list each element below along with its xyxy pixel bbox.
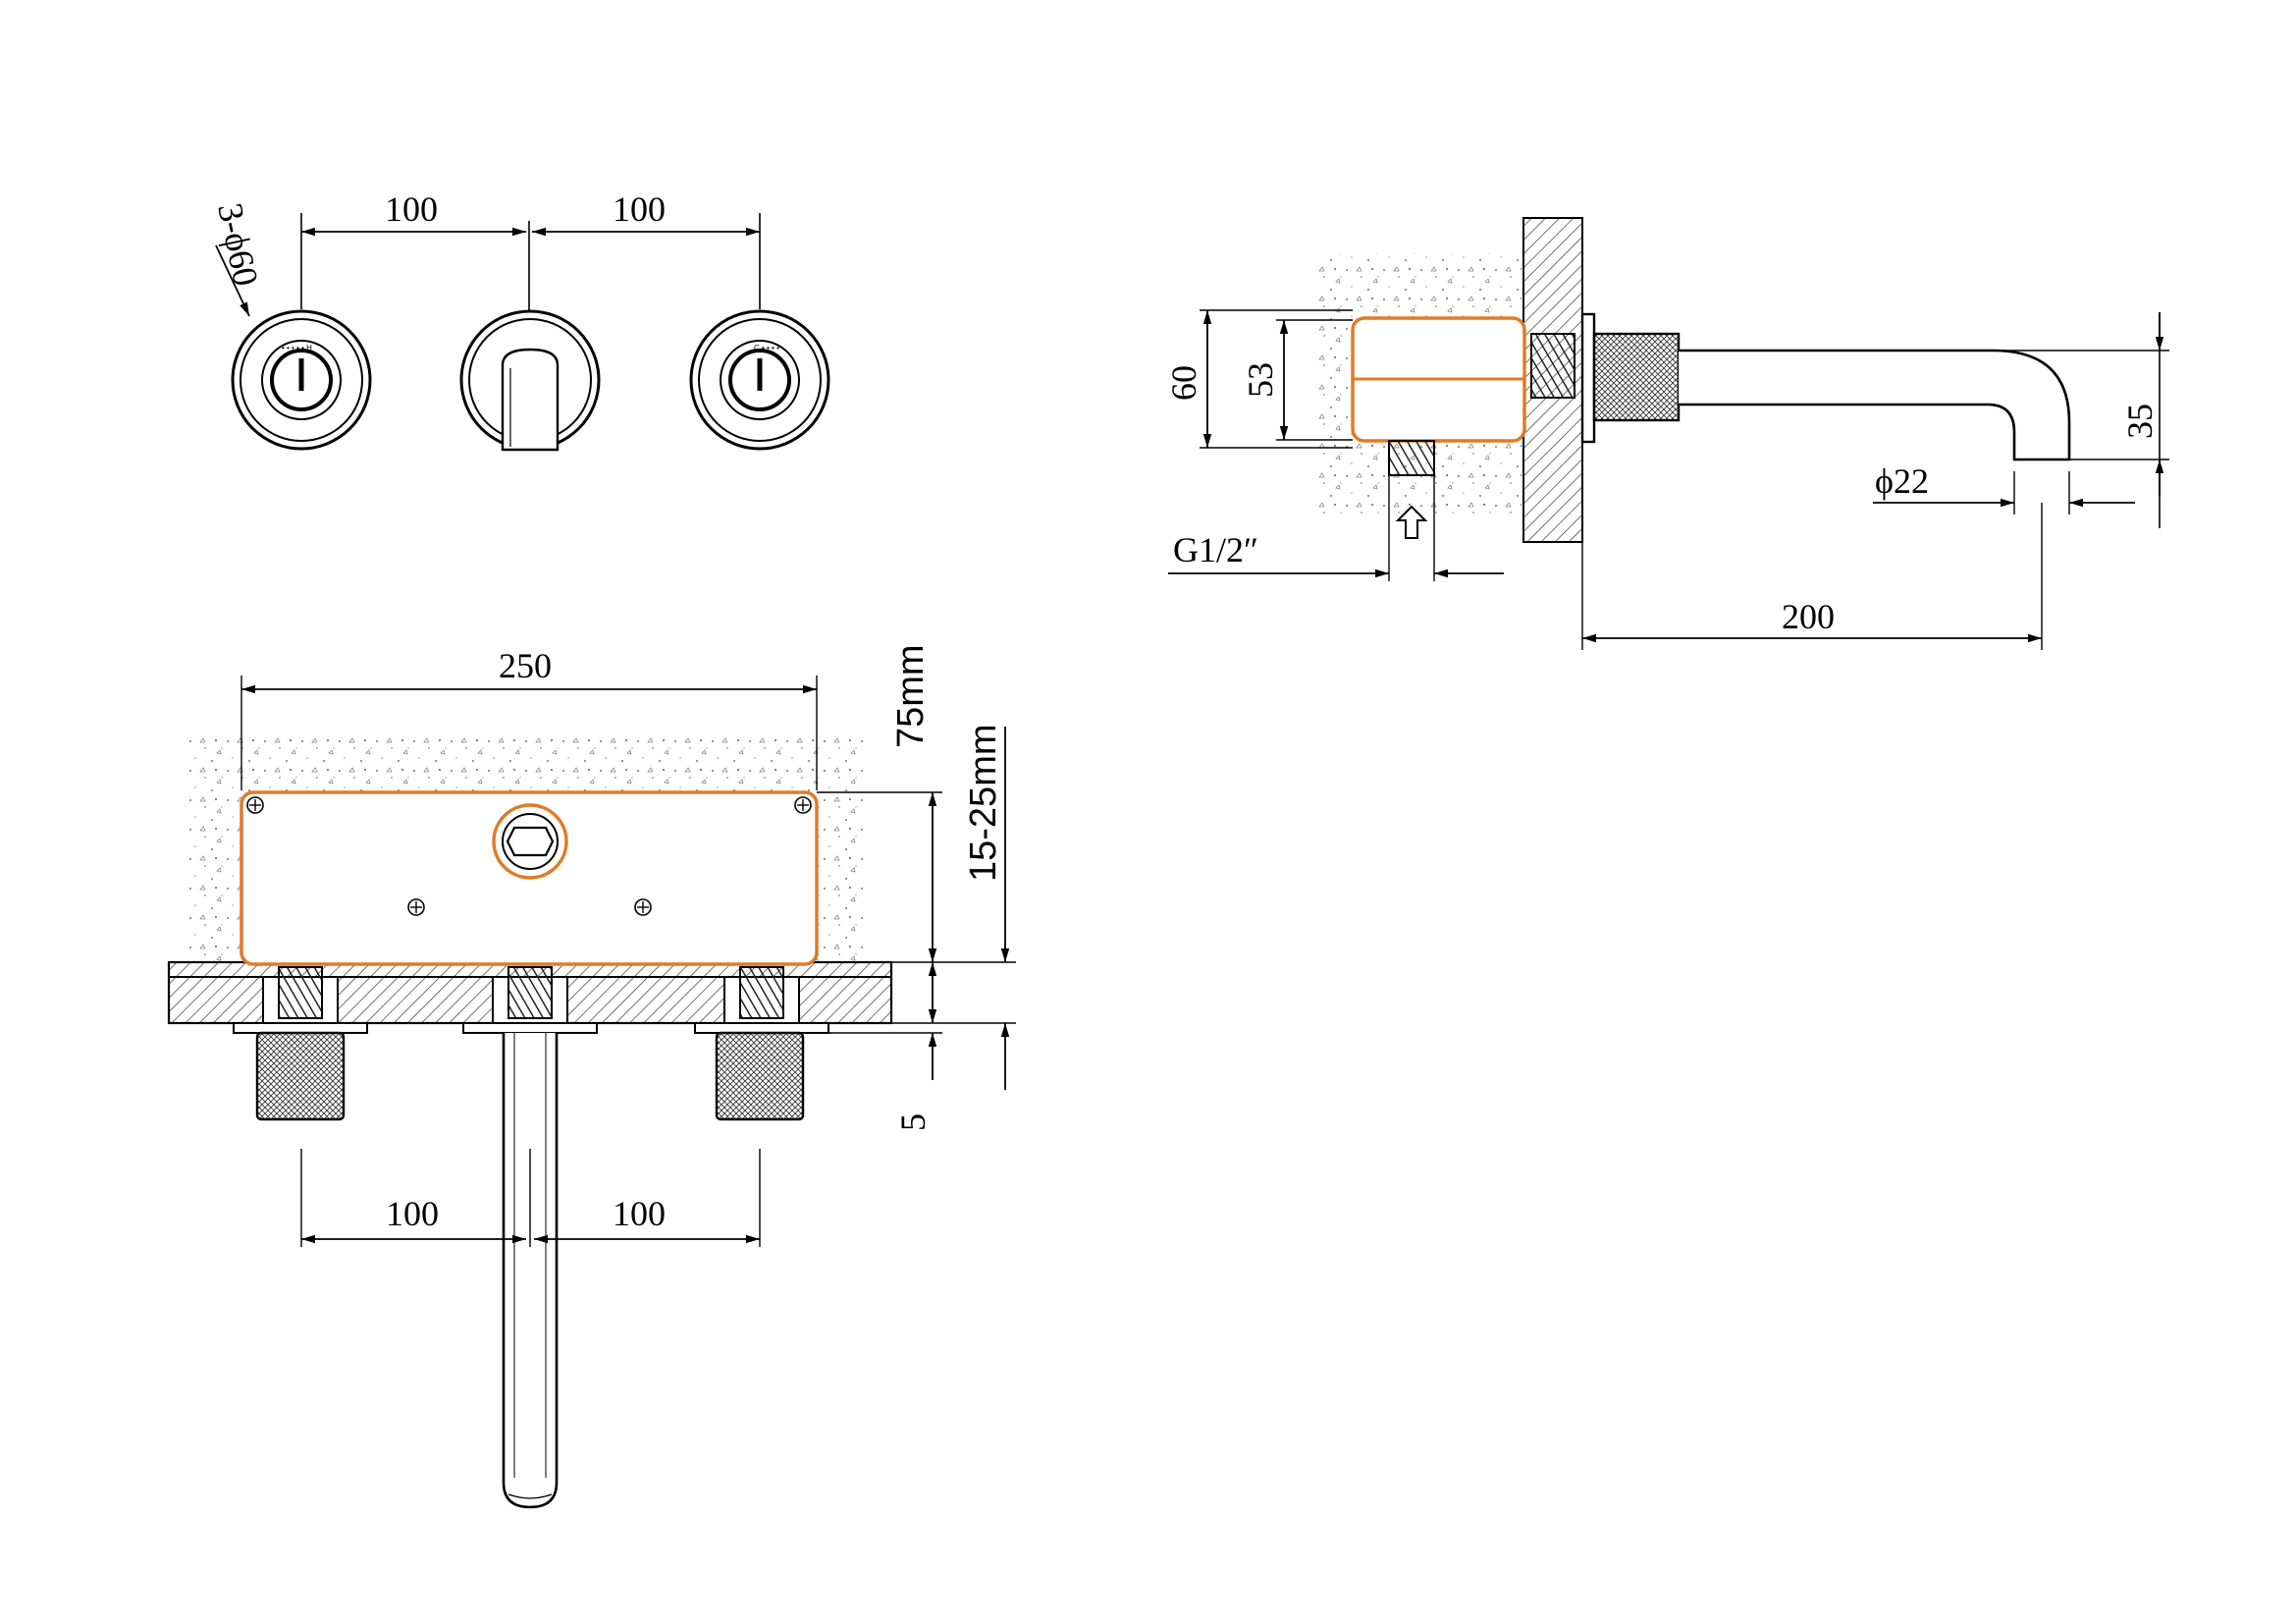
spout — [1679, 349, 2071, 461]
section-view — [167, 676, 1016, 1509]
bottom-spacing-left-label: 100 — [386, 1194, 439, 1233]
svg-text:• • • • • H: • • • • • H — [282, 344, 312, 352]
spout-top — [502, 1033, 559, 1509]
box-inner-height-label: 53 — [1241, 362, 1280, 398]
bottom-spacing-right-label: 100 — [613, 1194, 666, 1233]
center-spout-plate — [459, 309, 601, 452]
hole-callout-label: 3-ϕ60 — [210, 199, 266, 289]
box-height-label: 60 — [1164, 365, 1203, 401]
right-knob — [715, 1031, 805, 1121]
inlet-thread-label: G1/2″ — [1173, 530, 1258, 569]
left-handle: • • • • • H — [231, 309, 372, 451]
knurled-collar — [1592, 332, 1681, 422]
spout-drop-label: 35 — [2120, 404, 2160, 439]
cover-depth-label: 75mm — [890, 644, 932, 748]
front-spacing-right-label: 100 — [613, 189, 666, 229]
svg-text:C • • • •: C • • • • — [754, 344, 779, 352]
spout-diameter-label: ϕ22 — [1875, 461, 1929, 501]
box-width-label: 250 — [499, 646, 552, 685]
left-knob — [255, 1031, 346, 1121]
spout-reach-label: 200 — [1782, 597, 1835, 636]
right-handle: C • • • • — [689, 309, 830, 451]
wall-thickness-label: 15-25mm — [963, 725, 1004, 883]
side-view — [1168, 217, 2169, 650]
front-spacing-left-label: 100 — [385, 189, 438, 229]
front-view: • • • • • H C • • • • — [215, 213, 830, 452]
flange-gap-label: 5 — [893, 1113, 933, 1131]
